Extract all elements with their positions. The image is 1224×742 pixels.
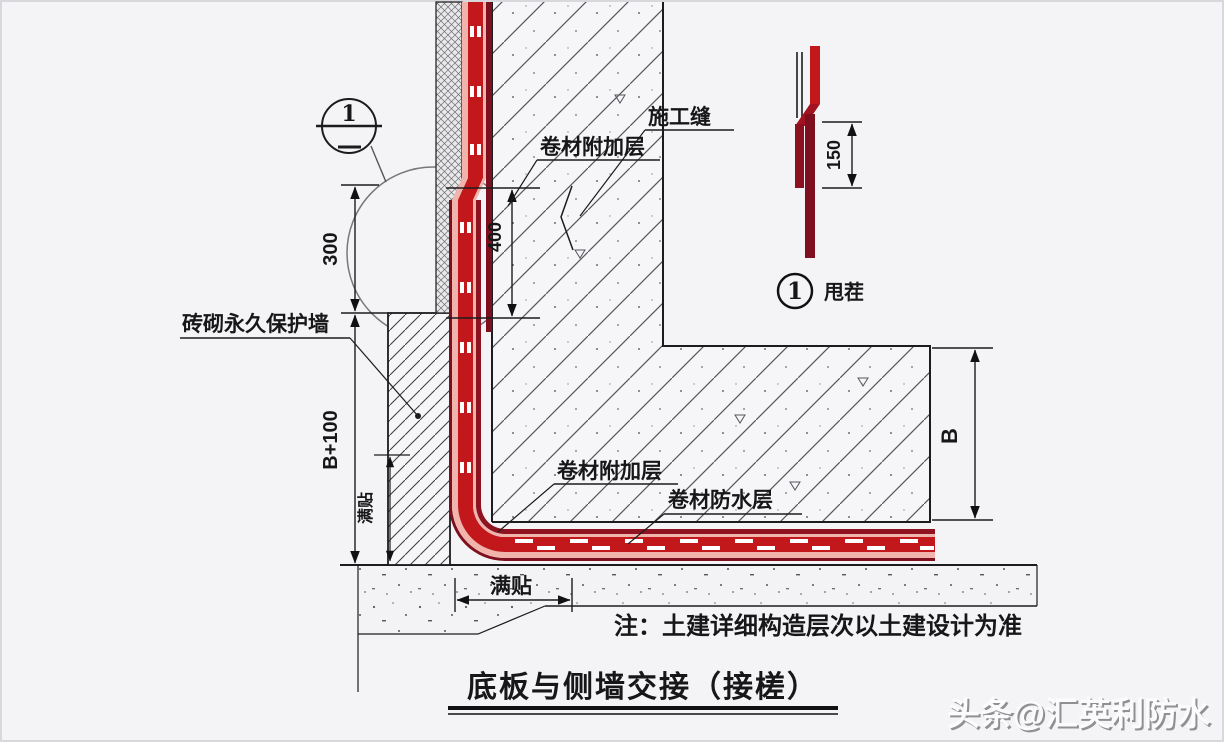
label-full-stick-bottom: 满贴: [490, 574, 532, 598]
watermark: 头条@汇英利防水 头条@汇英利防水: [947, 695, 1213, 734]
dim-150: 150: [824, 140, 844, 170]
labels: 施工缝 卷材附加层 砖砌永久保护墙 卷材附加层 卷材防水层: [180, 105, 802, 545]
base-cushion-layer: [340, 564, 1038, 692]
detail-callout-bubble: 1: [316, 98, 387, 183]
brick-protection-wall: [387, 312, 451, 566]
dim-b-plus-100: B+100: [320, 410, 342, 470]
dimension-lines: [341, 184, 993, 612]
label-membrane-additional-mid: 卷材附加层: [557, 459, 662, 483]
dim-300: 300: [320, 232, 342, 265]
dim-full-stick-side: 满贴: [356, 492, 375, 524]
detail-name: 甩茬: [824, 280, 864, 304]
watermark-text: 头条@汇英利防水: [947, 695, 1211, 732]
waterproof-membrane: [449, 2, 935, 561]
dim-b: B: [937, 428, 962, 444]
label-membrane-waterproof: 卷材防水层: [668, 488, 773, 512]
drawing-title-block: 底板与侧墙交接（接槎）: [448, 670, 838, 715]
detail-number: 1: [787, 278, 803, 305]
dim-400: 400: [485, 222, 505, 252]
label-brick-protection-wall: 砖砌永久保护墙: [182, 312, 329, 336]
drawing-note: 注：土建详细构造层次以土建设计为准: [614, 612, 1022, 640]
detail-1-shuaicha: 150 1 甩茬: [776, 46, 864, 310]
label-construction-joint: 施工缝: [648, 105, 711, 129]
watermark-shadow: 头条@汇英利防水: [949, 697, 1213, 734]
drawing-title: 底板与侧墙交接（接槎）: [467, 670, 819, 704]
label-membrane-additional-top: 卷材附加层: [540, 135, 645, 159]
callout-number: 1: [341, 101, 356, 127]
